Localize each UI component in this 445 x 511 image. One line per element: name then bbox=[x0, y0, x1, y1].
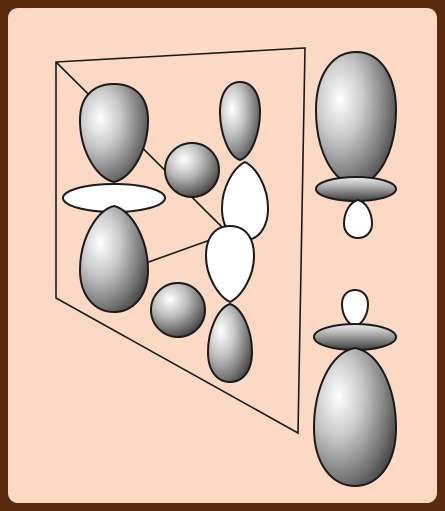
hybrid-top-ring bbox=[316, 177, 396, 201]
hybrid-bottom-ring bbox=[314, 324, 396, 350]
sphere-lower bbox=[151, 283, 205, 337]
sphere-upper bbox=[165, 143, 219, 197]
